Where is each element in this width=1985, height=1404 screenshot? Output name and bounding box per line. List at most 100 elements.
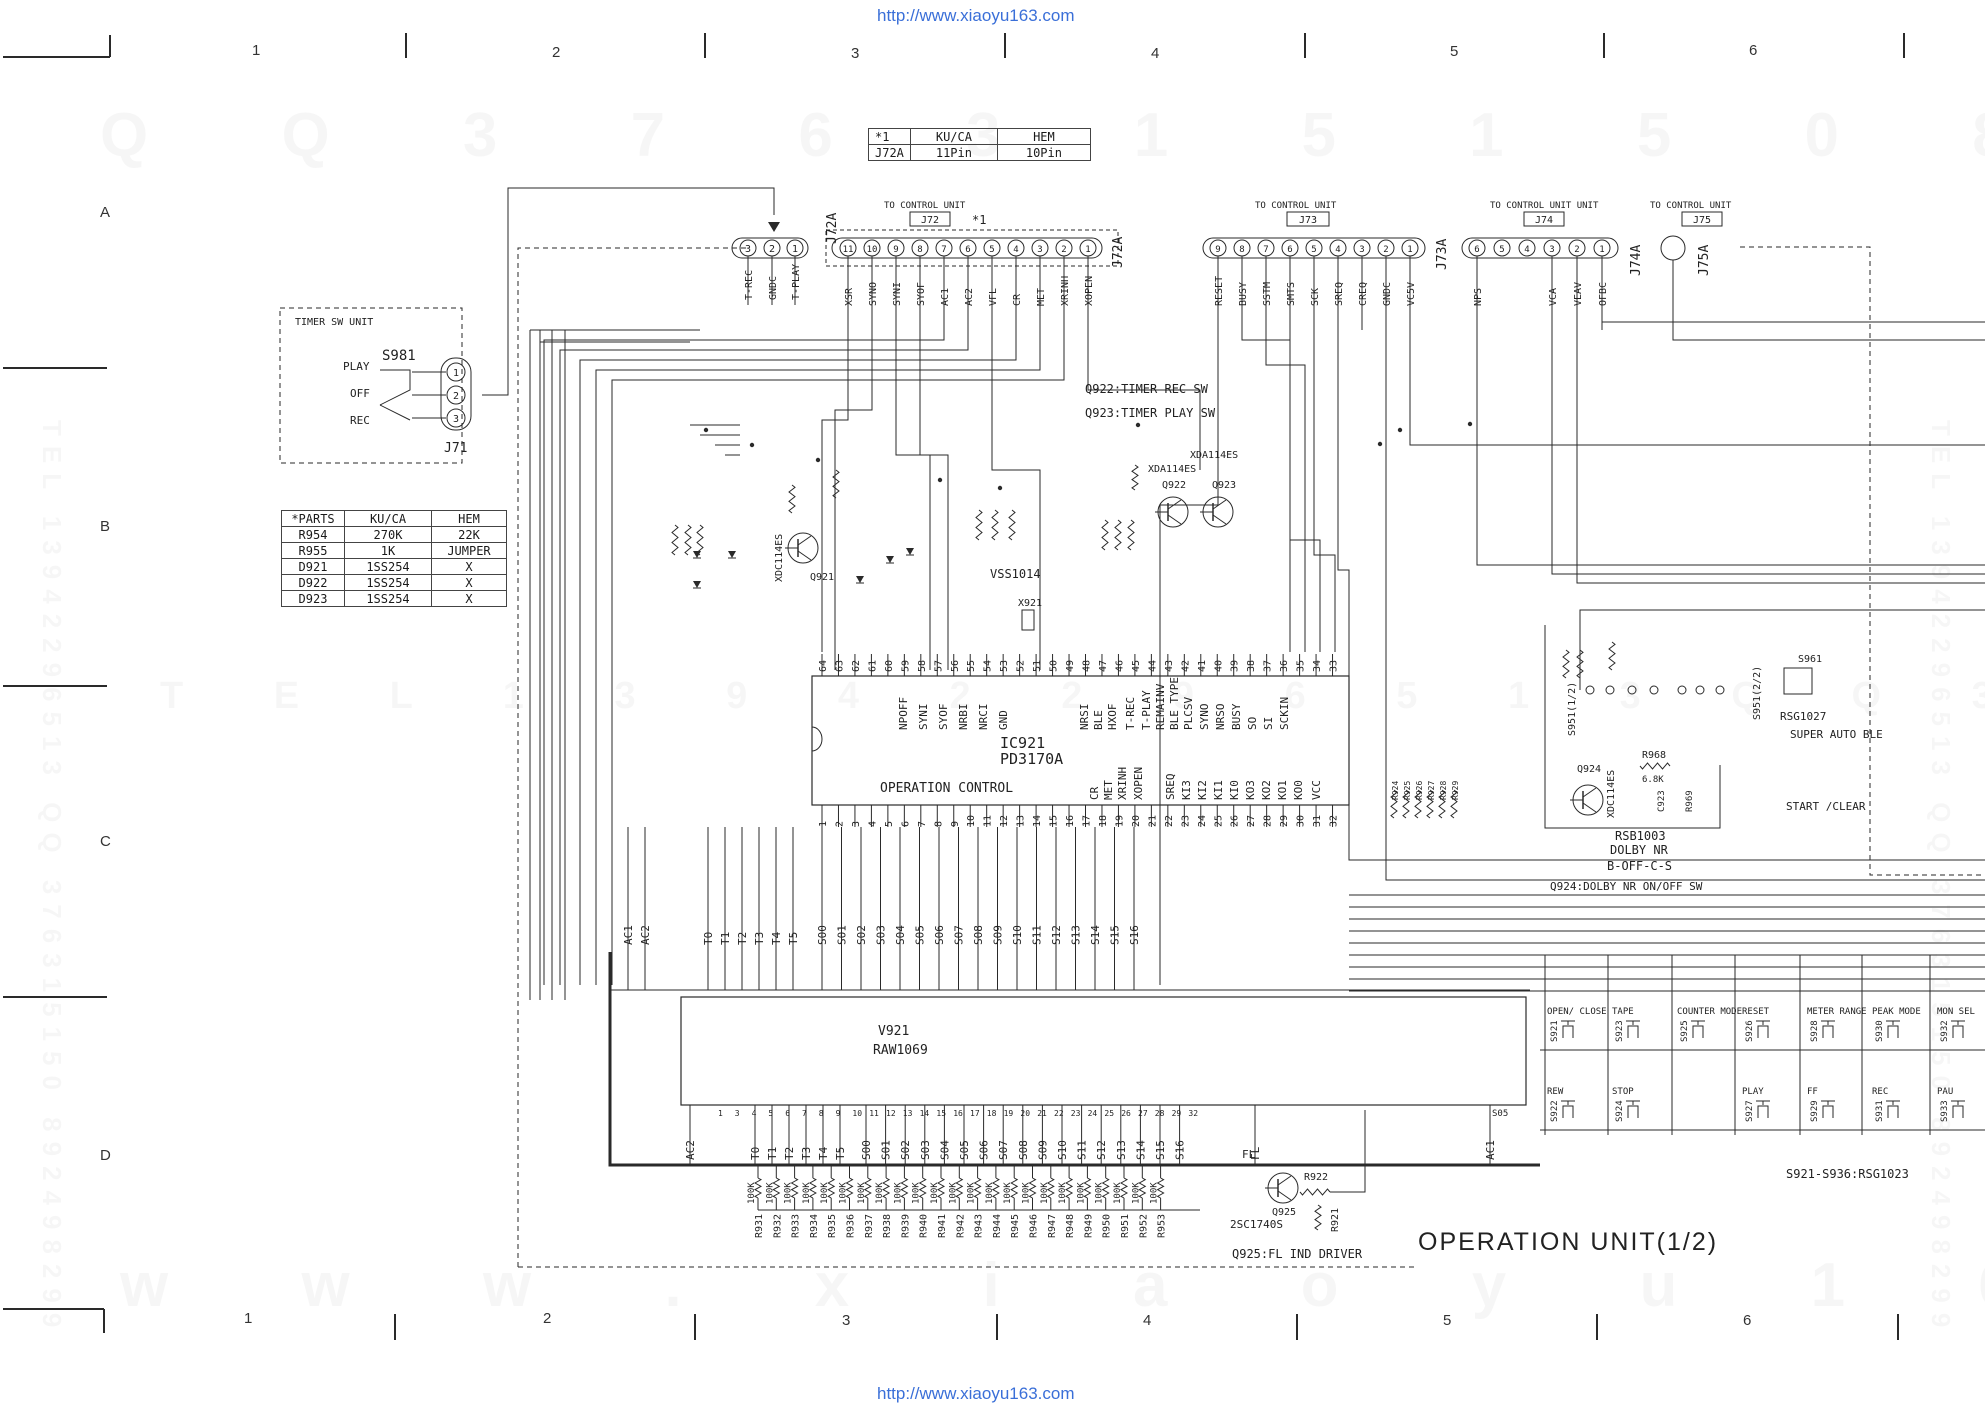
pin-number: 6 [965,245,970,255]
wire [595,330,1041,985]
connector-ref-box [1523,211,1565,227]
fl-label: FL [1242,1148,1256,1161]
key-ref: S929 [1810,1100,1820,1122]
ic-pin-number: 7 [917,821,928,827]
key-ref: S921 [1550,1020,1560,1042]
pin-number: 3 [745,244,751,255]
key-resistor [1450,789,1458,819]
signal-label: XSR [844,287,855,306]
resistor-ref: R922 [1304,1172,1328,1183]
grid-col-label: 2 [552,44,561,61]
j72-pin [887,239,905,257]
switch-contact [379,404,411,421]
wire [1579,609,1985,690]
connector-ref: J75 [1693,215,1711,226]
switch-ref: S951(1/2) [1567,682,1578,736]
diode [856,576,864,583]
transistor-type: XDA114ES [1148,464,1196,475]
key-label: REW [1547,1087,1564,1097]
ic-pin-number: 30 [1296,815,1307,827]
pin-number: 1 [1599,245,1604,255]
pin-number: 9 [1215,245,1220,255]
display-pin-number: 13 [903,1109,913,1118]
pin-number: 8 [1239,245,1244,255]
signal-label: SREQ [1334,282,1345,306]
display-pin-number: 3 [735,1109,740,1118]
resistor [1101,519,1109,551]
ic-pin-number: 55 [966,660,977,672]
pin-number: 2 [453,391,459,402]
wire [1159,330,1219,985]
ic-pin-number: 52 [1016,660,1027,672]
header-url[interactable]: http://www.xiaoyu163.com [877,6,1075,25]
display-grid-label: AC2 [684,1140,697,1160]
j73-pin [1233,239,1251,257]
r966-resistor [1576,649,1584,679]
j73-pin [1305,239,1323,257]
resistor-ref: R926 [1415,781,1424,800]
signal-label: AC1 [940,288,951,306]
resistor-ref: R949 [1083,1214,1094,1238]
j75-connector-pin [1660,235,1686,261]
key-ref: S922 [1550,1100,1560,1122]
junction-dot [1377,441,1383,447]
display-pin-number: 7 [802,1109,807,1118]
ic-pin-signal: T-PLAY [1140,690,1153,730]
display-grid-label: AC1 [1484,1140,1497,1160]
ic-pin-signal: SYOF [937,704,950,731]
grid-col-label: 1 [252,42,261,59]
display-pin-number: 8 [819,1109,824,1118]
signal-label: SYNO [868,282,879,306]
annotation: B-OFF-C-S [1607,859,1672,873]
pin-number: 1 [792,244,798,255]
diode [886,556,894,563]
switch-body [1783,667,1813,695]
resistor-value: 100K [930,1182,940,1204]
wire [1289,330,1321,652]
connector-side-label: J72A [825,213,840,244]
wire [1576,330,1985,584]
ic-pin-number: 29 [1279,815,1290,827]
connector-side-label: J72A [1111,237,1126,268]
key-label: COUNTER MODE [1677,1007,1742,1017]
sheet-frame [3,33,1985,1340]
ic-pin-number: 4 [867,821,878,827]
ic-pin-signal: REMAINV [1154,683,1167,730]
connector-mark: *1 [972,213,986,227]
key-ref: S925 [1680,1020,1690,1042]
parts-table-header: *PARTS [281,510,345,527]
resistor-ref: R953 [1157,1214,1168,1238]
display-pin-number: 21 [1037,1109,1047,1118]
switch-ref: S951(2/2) [1752,666,1763,720]
signal-label: XRINH [1060,276,1071,306]
annotation: Q925:FL IND DRIVER [1232,1247,1363,1261]
key-label: FF [1807,1087,1818,1097]
diode [693,551,701,558]
parts-table-cell: D923 [281,590,345,607]
resistor-ref: R951 [1120,1214,1131,1238]
junction-dot [997,485,1003,491]
j71-pin [446,362,466,382]
footer-url[interactable]: http://www.xiaoyu163.com [877,1384,1075,1403]
ic-pin-number: 64 [818,660,829,672]
grid-row-label: D [100,1147,111,1164]
wire [1241,330,1291,652]
ic-pin-number: 34 [1312,660,1323,672]
ic-pin-number: 38 [1246,660,1257,672]
key-label: PEAK MODE [1872,1007,1921,1017]
ic-pin-signal: KI0 [1228,780,1241,800]
connector-table-cell: 10Pin [996,144,1091,161]
key-label: RESET [1742,1007,1770,1017]
key-ref: S928 [1810,1020,1820,1042]
resistor-ref: R969 [1685,790,1695,812]
display-pin-number: 26 [1121,1109,1131,1118]
key-label: TAPE [1612,1007,1634,1017]
key-label: REC [1872,1087,1888,1097]
pin-number: 7 [941,245,946,255]
signal-label: T-REC [744,270,755,300]
signal-label: SYOF [916,282,927,306]
signal-label: T-PLAY [791,264,802,300]
ic-pin-number: 11 [983,815,994,827]
display-pin-number: 25 [1104,1109,1114,1118]
resistor-value: 100K [912,1182,922,1204]
